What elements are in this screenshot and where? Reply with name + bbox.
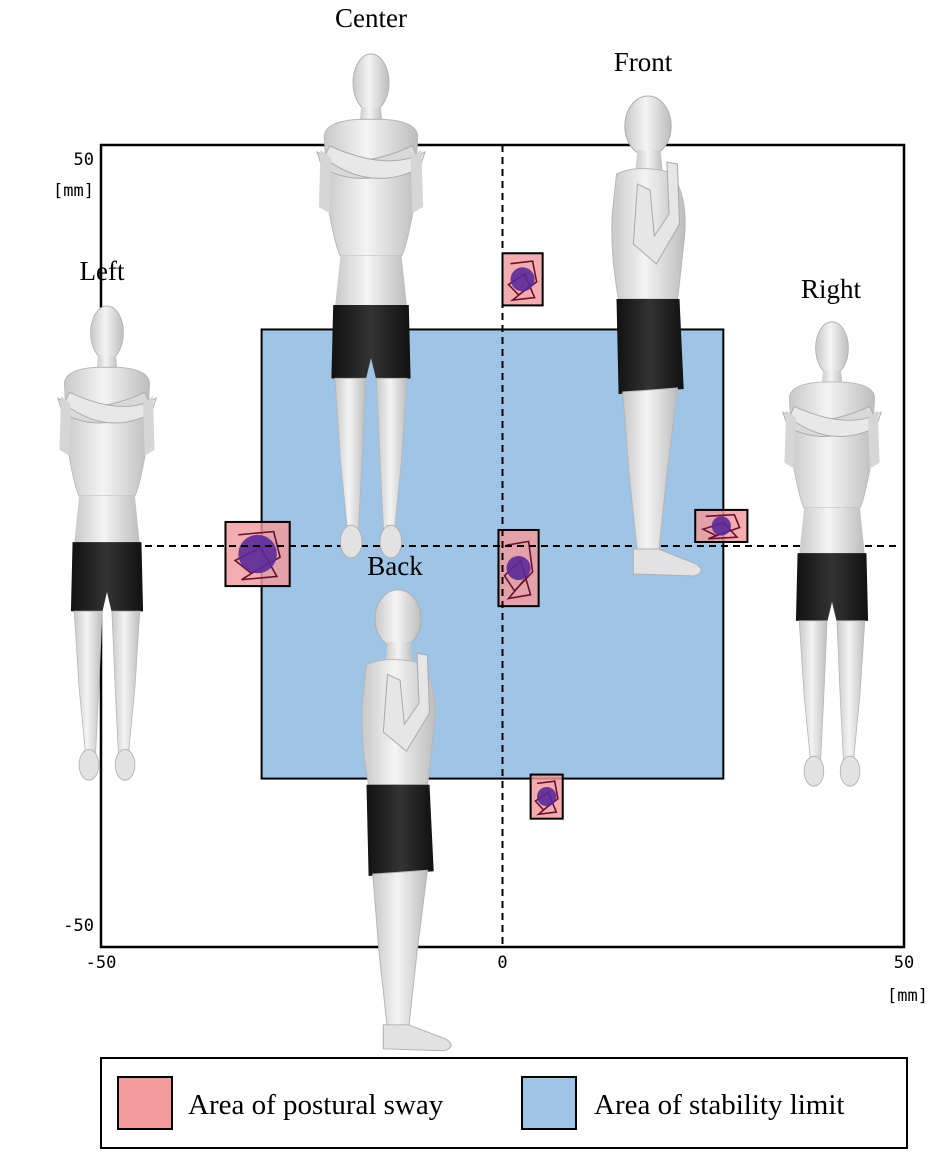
sway-trace (233, 530, 281, 581)
sway-centroid (711, 516, 731, 536)
sway-area-front (501, 252, 544, 307)
sway-centroid (506, 556, 531, 581)
y-unit-label: [mm] (53, 181, 94, 201)
y-tick-bottom: -50 (63, 916, 94, 936)
plot-area (99, 143, 906, 949)
pose-label-back: Back (367, 551, 423, 581)
pose-label-right: Right (801, 274, 862, 304)
sway-areas (224, 252, 749, 820)
sway-area-back (529, 773, 564, 820)
sway-trace (534, 780, 559, 816)
figure-left: Left (57, 256, 157, 781)
x-tick-zero: 0 (497, 953, 507, 973)
figure-front: Front (611, 47, 702, 577)
sway-trace (700, 513, 741, 540)
figure-back: Back (361, 551, 452, 1052)
y-tick-top: 50 (74, 150, 94, 170)
sway-centroid (537, 786, 557, 807)
sway-centroid (510, 267, 535, 292)
pose-label-front: Front (614, 47, 673, 77)
figure-center: Center (316, 3, 426, 559)
figure-right: Right (782, 274, 882, 787)
legend-sway-label: Area of postural sway (188, 1089, 444, 1121)
sway-area-center (497, 528, 540, 608)
x-tick-right: 50 (894, 953, 914, 973)
sway-centroid (238, 534, 277, 574)
x-tick-left: -50 (86, 953, 117, 973)
sway-area-right (694, 508, 749, 543)
pose-label-center: Center (335, 3, 407, 33)
x-unit-label: [mm] (887, 986, 928, 1006)
legend-sway-swatch (117, 1076, 173, 1130)
pose-label-left: Left (80, 256, 125, 286)
legend: Area of postural sway Area of stability … (100, 1057, 908, 1149)
sway-trace (503, 540, 534, 600)
sway-trace (507, 260, 538, 302)
sway-area-left (224, 520, 291, 588)
legend-stability-label: Area of stability limit (594, 1089, 844, 1121)
legend-stability-swatch (521, 1076, 577, 1130)
